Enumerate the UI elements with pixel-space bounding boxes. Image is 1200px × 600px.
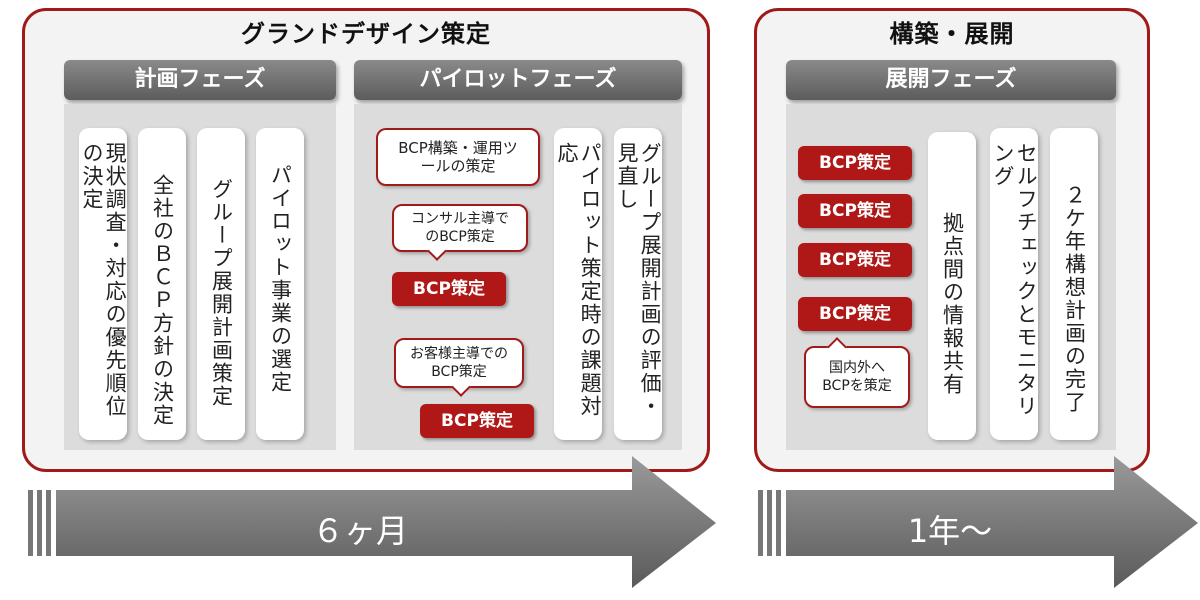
arrow-stripe-1 [758, 490, 763, 556]
deploy-item-2: セルフチェックとモニタリング [990, 128, 1038, 440]
arrow-stripe-2 [767, 490, 772, 556]
planning-item-2: 全社のＢＣＰ方針の決定 [138, 128, 186, 440]
six-month-label: ６ヶ月 [311, 512, 408, 550]
tool-strategy-callout: BCP構築・運用ツールの策定 [376, 128, 540, 186]
deploy-bcp-button-3: BCP策定 [798, 243, 912, 277]
deploy-bcp-button-1: BCP策定 [798, 146, 912, 180]
planning-item-4: パイロット事業の選定 [256, 128, 304, 440]
planning-item-1-text: 現状調査・対応の優先順位の決定 [80, 142, 128, 418]
consultant-bcp-button: BCP策定 [392, 272, 506, 306]
planning-item-1: 現状調査・対応の優先順位の決定 [79, 128, 127, 440]
deploy-item-1-text: 拠点間の情報共有 [940, 212, 965, 396]
deploy-item-3: ２ケ年構想計画の完了 [1050, 128, 1098, 440]
one-year-arrow [758, 456, 1198, 588]
deploy-item-3-text: ２ケ年構想計画の完了 [1062, 184, 1087, 414]
arrow-stripe-2 [37, 490, 42, 556]
pilot-phase-header: パイロットフェーズ [354, 60, 682, 100]
pilot-item-1-text: パイロット策定時の課題対応 [555, 142, 603, 418]
arrow-body [56, 456, 716, 588]
pilot-item-1: パイロット策定時の課題対応 [554, 128, 602, 440]
planning-item-4-text: パイロット事業の選定 [268, 164, 293, 394]
deploy-phase-header: 展開フェーズ [786, 60, 1116, 100]
arrow-stripe-3 [776, 490, 781, 556]
six-month-arrow [28, 456, 716, 588]
planning-item-2-text: 全社のＢＣＰ方針の決定 [150, 174, 175, 427]
planning-item-3: グループ展開計画策定 [197, 128, 245, 440]
deploy-item-1: 拠点間の情報共有 [928, 132, 976, 440]
deploy-bcp-button-2: BCP策定 [798, 194, 912, 228]
pilot-item-2: グループ展開計画の評価・見直し [614, 128, 662, 440]
pilot-item-2-text: グループ展開計画の評価・見直し [615, 142, 663, 418]
planning-phase-header: 計画フェーズ [64, 60, 336, 100]
arrow-stripe-3 [46, 490, 51, 556]
tool-strategy-text: BCP構築・運用ツールの策定 [398, 139, 518, 175]
domestic-overseas-callout: 国内外へBCPを策定 [804, 337, 910, 408]
customer-led-callout: お客様主導でのBCP策定 [394, 338, 524, 397]
build-deploy-title: 構築・展開 [889, 20, 1015, 48]
arrow-body [786, 456, 1198, 588]
domestic-overseas-text: 国内外へBCPを策定 [822, 360, 892, 394]
deploy-bcp-button-4: BCP策定 [798, 297, 912, 331]
grand-design-title: グランドデザイン策定 [241, 20, 491, 48]
planning-item-3-text: グループ展開計画策定 [209, 178, 234, 408]
arrow-stripe-1 [28, 490, 33, 556]
customer-bcp-button: BCP策定 [420, 404, 534, 438]
one-year-label: 1年～ [907, 512, 993, 550]
deploy-item-2-text: セルフチェックとモニタリング [991, 142, 1039, 418]
customer-led-text: お客様主導でのBCP策定 [410, 346, 508, 380]
consultant-led-callout: コンサル主導でのBCP策定 [392, 204, 528, 261]
consultant-led-text: コンサル主導でのBCP策定 [411, 211, 509, 245]
